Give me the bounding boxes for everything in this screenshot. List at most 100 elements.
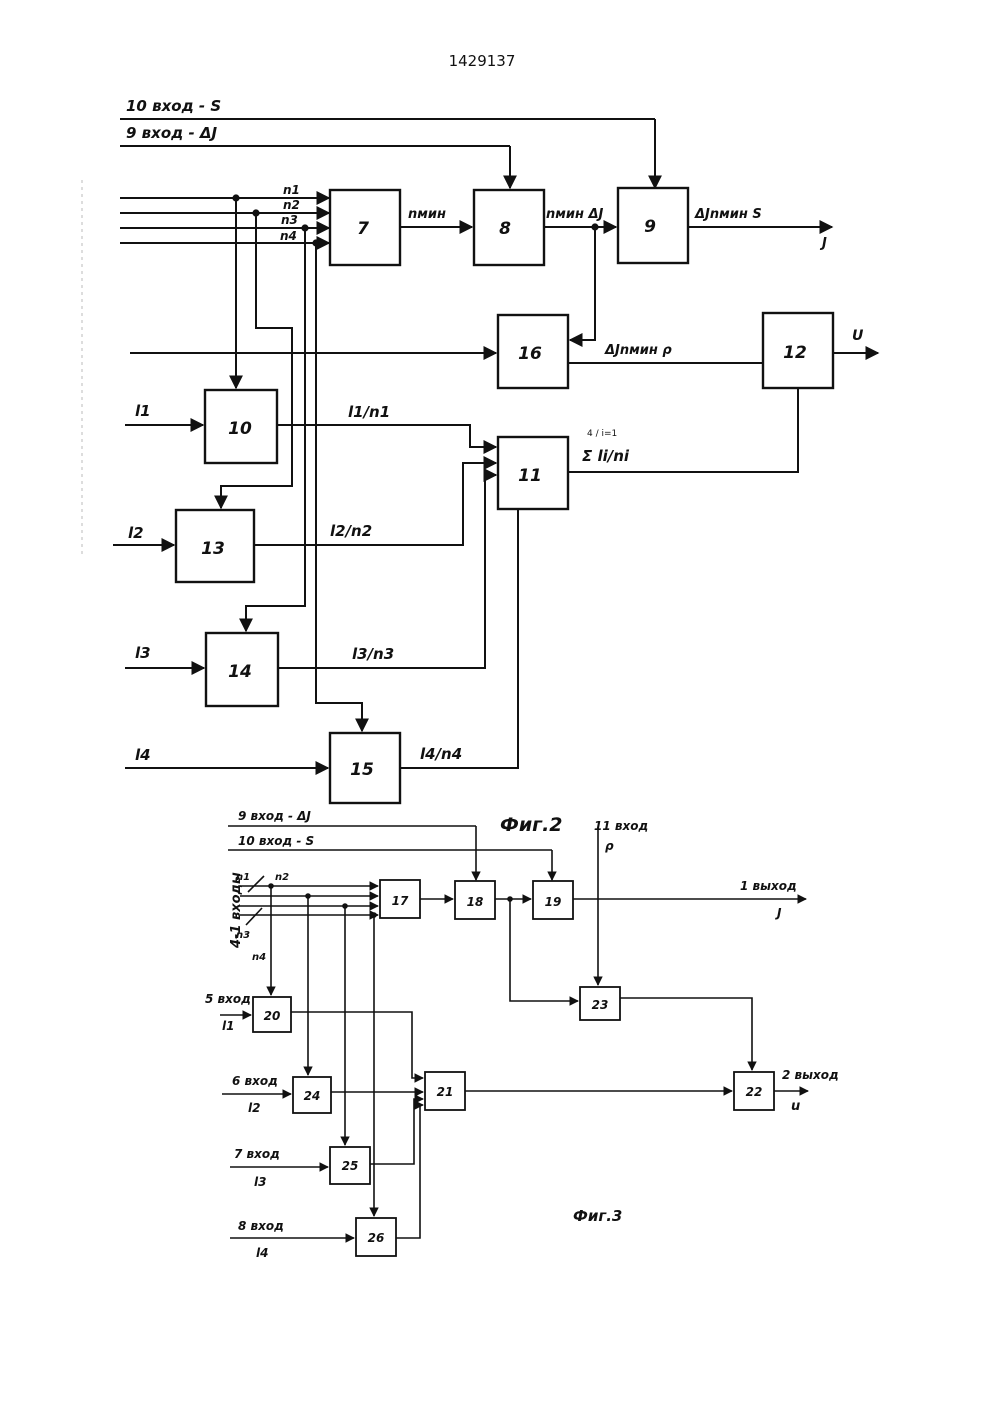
block-22: 22	[734, 1072, 774, 1110]
fig3-n3-label: n3	[236, 930, 250, 941]
fig3-block20-to-block21	[291, 1012, 423, 1078]
l4-label: l4	[135, 746, 151, 764]
sum-label: Σ li/ni	[582, 447, 630, 465]
fig3-output1-label: 1 выход	[740, 879, 797, 893]
block-17: 17	[380, 880, 420, 918]
ratio-l3-n3: l3/n3	[352, 645, 394, 663]
fig3-input9-label: 9 вход - ΔJ	[238, 809, 311, 823]
block15-to-block11	[400, 509, 518, 768]
svg-text:7: 7	[357, 219, 369, 239]
block-26: 26	[356, 1218, 396, 1256]
signal-dj-nmin-rho: ΔJnмин ρ	[604, 343, 672, 358]
svg-text:16: 16	[518, 344, 542, 364]
block-11: 11	[498, 437, 568, 509]
block-8: 8	[474, 190, 544, 265]
n2-label: n2	[283, 198, 300, 212]
signal-nmin: nмин	[408, 207, 446, 222]
svg-text:21: 21	[437, 1085, 454, 1099]
output-j-label: J	[819, 236, 827, 251]
block-23: 23	[580, 987, 620, 1020]
fig3-input7-sub: l3	[254, 1175, 266, 1189]
svg-text:25: 25	[342, 1159, 359, 1173]
sum-limits: 4 / i=1	[587, 429, 617, 439]
fig3-output2-label: 2 выход	[782, 1068, 839, 1082]
block-24: 24	[293, 1077, 331, 1113]
patent-number: 1429137	[449, 52, 516, 70]
fig3-bus-slash-top	[248, 876, 264, 892]
fig3-input5-sub: l1	[222, 1019, 234, 1033]
l1-label: l1	[135, 402, 151, 420]
input10-label: 10 вход - S	[126, 97, 221, 115]
l2-label: l2	[128, 524, 144, 542]
fig3-block25-to-block21	[370, 1099, 423, 1164]
fig3-bus-slash-bottom	[246, 908, 262, 925]
fig3-input6-sub: l2	[248, 1101, 260, 1115]
block-9: 9	[618, 188, 688, 263]
fig3-n4-label: n4	[252, 952, 266, 963]
svg-text:26: 26	[368, 1231, 385, 1245]
fig3-diagram: 9 вход - ΔJ 10 вход - S 11 вход ρ 4-1 вх…	[205, 809, 839, 1260]
fig3-input11-label: 11 вход	[594, 819, 648, 833]
svg-text:14: 14	[228, 662, 252, 682]
n4-label: n4	[280, 229, 297, 243]
svg-text:11: 11	[518, 466, 542, 486]
signal-nmin-dj: nмин ΔJ	[546, 207, 604, 222]
fig3-input8-label: 8 вход	[238, 1219, 284, 1233]
svg-text:8: 8	[499, 219, 511, 239]
block-10: 10	[205, 390, 277, 463]
fig3-n1-label: n1	[236, 872, 250, 883]
fig3-output2-sub: u	[791, 1099, 800, 1114]
l3-label: l3	[135, 644, 151, 662]
svg-text:18: 18	[467, 895, 484, 909]
fig3-input5-label: 5 вход	[205, 992, 251, 1006]
fig3-block23-to-block22	[620, 998, 752, 1070]
fig2-caption: Фиг.2	[500, 814, 563, 836]
block-21: 21	[425, 1072, 465, 1110]
svg-text:24: 24	[304, 1089, 321, 1103]
fig3-output1-sub: J	[775, 906, 782, 920]
fig3-input7-label: 7 вход	[234, 1147, 280, 1161]
block-12: 12	[763, 313, 833, 388]
block-18: 18	[455, 881, 495, 919]
n3-label: n3	[281, 213, 298, 227]
fig3-block26-to-block21	[396, 1105, 423, 1238]
svg-text:22: 22	[746, 1085, 763, 1099]
svg-text:9: 9	[644, 217, 656, 237]
fig3-n2-label: n2	[275, 872, 289, 883]
block-25: 25	[330, 1147, 370, 1184]
block10-to-block11	[277, 425, 496, 447]
ratio-l1-n1: l1/n1	[348, 403, 390, 421]
fig3-input11-sub: ρ	[605, 839, 614, 853]
block-16: 16	[498, 315, 568, 388]
svg-text:10: 10	[228, 419, 252, 439]
fig2-diagram: 10 вход - S 9 вход - ΔJ n1 n2 n3 n4 7 8	[113, 97, 878, 836]
fig3-input6-label: 6 вход	[232, 1074, 278, 1088]
svg-text:17: 17	[392, 894, 409, 908]
input9-label: 9 вход - ΔJ	[126, 124, 218, 142]
output-u-label: U	[852, 328, 864, 344]
block-14: 14	[206, 633, 278, 706]
svg-text:12: 12	[783, 343, 807, 363]
fig3-input8-sub: l4	[256, 1246, 268, 1260]
fig3-input10-label: 10 вход - S	[238, 834, 314, 848]
block-13: 13	[176, 510, 254, 582]
fig3-caption: Фиг.3	[573, 1207, 622, 1225]
svg-text:15: 15	[350, 760, 374, 780]
ratio-l2-n2: l2/n2	[330, 522, 372, 540]
signal-dj-nmin-s: ΔJnмин S	[694, 207, 762, 222]
junction-n4b	[318, 239, 325, 246]
n1-label: n1	[283, 183, 300, 197]
block-20: 20	[253, 997, 291, 1032]
block8-to-block16	[570, 227, 595, 340]
svg-text:19: 19	[545, 895, 562, 909]
svg-text:20: 20	[264, 1009, 281, 1023]
ratio-l4-n4: l4/n4	[420, 745, 462, 763]
block-19: 19	[533, 881, 573, 919]
block-15: 15	[330, 733, 400, 803]
block13-to-block11	[254, 463, 496, 545]
svg-text:13: 13	[201, 539, 225, 559]
block-7: 7	[330, 190, 400, 265]
svg-text:23: 23	[592, 998, 609, 1012]
